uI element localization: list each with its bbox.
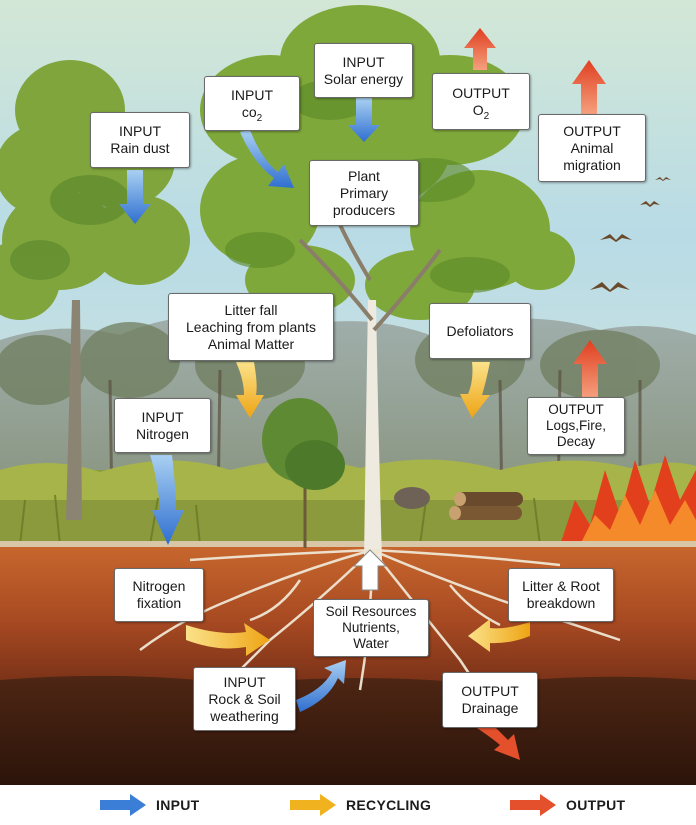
label-input-solar-energy: INPUT Solar energy	[314, 43, 413, 98]
main-trunk	[364, 300, 382, 560]
birds	[590, 177, 671, 292]
label-input-co2: INPUT co2	[204, 76, 300, 131]
label-litter-root-breakdown: Litter & Root breakdown	[508, 568, 614, 622]
label-input-rain-dust: INPUT Rain dust	[90, 112, 190, 168]
label-output-logs-fire-decay: OUTPUT Logs,Fire, Decay	[527, 397, 625, 455]
label-litter-fall: Litter fall Leaching from plants Animal …	[168, 293, 334, 361]
arrow-output-o2	[464, 28, 496, 70]
o2-text: O2	[472, 101, 490, 122]
legend-output: OUTPUT	[510, 793, 625, 817]
label-input-rock-soil-weathering: INPUT Rock & Soil weathering	[193, 667, 296, 731]
arrow-recycling-litter-root	[468, 619, 530, 652]
label-defoliators: Defoliators	[429, 303, 531, 359]
subsoil	[0, 675, 696, 785]
label-output-o2: OUTPUT O2	[432, 73, 530, 130]
label-output-animal-migration: OUTPUT Animal migration	[538, 114, 646, 182]
recycling-arrow-icon	[290, 794, 336, 816]
co2-text: co2	[241, 103, 263, 124]
sapling	[262, 398, 345, 548]
arrow-output-logs	[573, 340, 607, 398]
legend-input: INPUT	[100, 793, 200, 817]
arrow-input-rain	[119, 170, 151, 224]
arrow-recycling-fixation	[186, 623, 270, 656]
label-plant-primary-producers: Plant Primary producers	[309, 160, 419, 226]
label-nitrogen-fixation: Nitrogen fixation	[114, 568, 204, 622]
logs	[449, 492, 523, 520]
arrow-recycling-litter	[236, 362, 264, 418]
arrow-input-co2	[240, 130, 294, 188]
arrow-input-rock	[296, 660, 346, 712]
arrow-output-migration	[572, 60, 606, 114]
arrow-input-solar	[348, 98, 380, 142]
legend: INPUT RECYCLING OUTPUT	[0, 785, 696, 825]
label-soil-resources: Soil Resources Nutrients, Water	[313, 599, 429, 657]
label-output-drainage: OUTPUT Drainage	[442, 672, 538, 728]
label-input-nitrogen: INPUT Nitrogen	[114, 398, 211, 453]
output-arrow-icon	[510, 794, 556, 816]
fire	[560, 455, 696, 545]
arrow-recycling-defoliators	[460, 362, 490, 418]
input-arrow-icon	[100, 794, 146, 816]
arrow-input-nitrogen	[150, 455, 184, 545]
arrow-soil-up	[352, 549, 388, 591]
legend-recycling: RECYCLING	[290, 793, 431, 817]
